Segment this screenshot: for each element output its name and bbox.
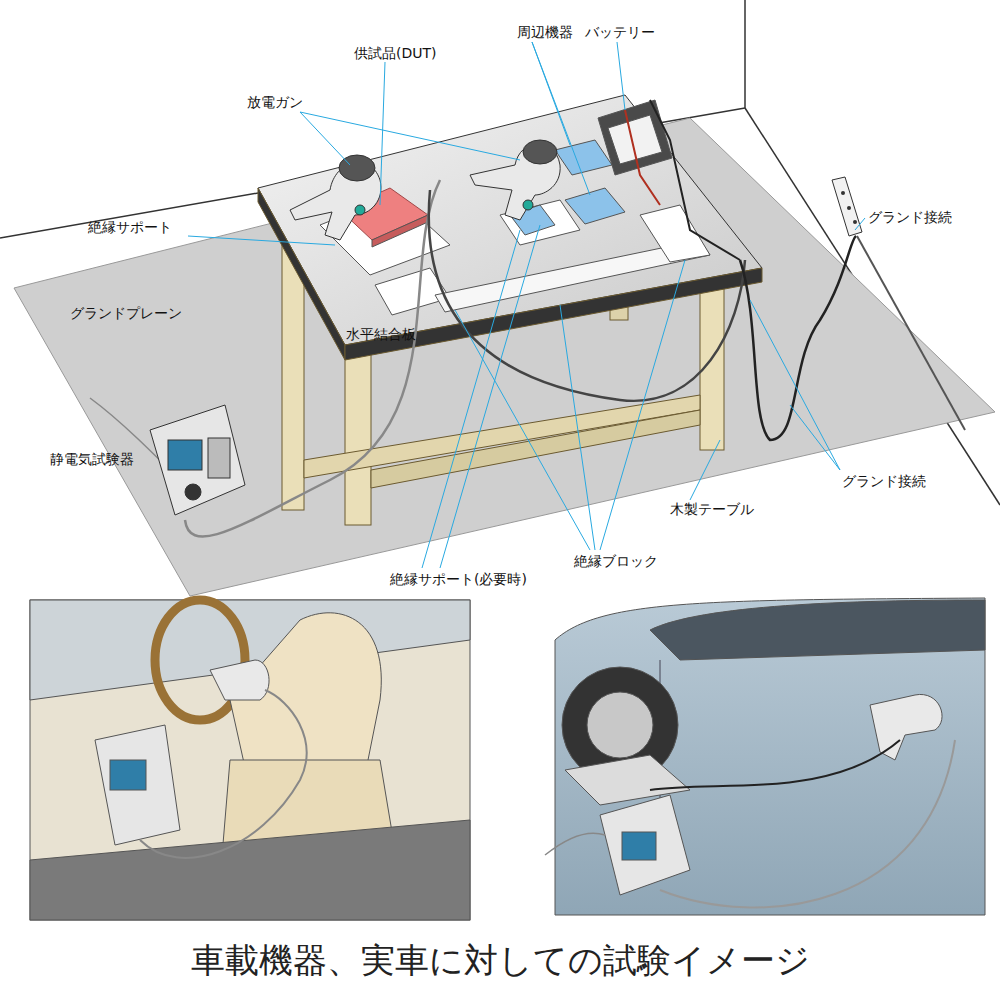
wooden-table [258, 95, 762, 525]
callout-label: グランド接続 [840, 472, 928, 491]
caption: 車載機器、実車に対しての試験イメージ [0, 938, 1000, 984]
callout-label: 周辺機器 [515, 23, 575, 42]
discharge-gun [290, 140, 560, 240]
callout-label: 絶縁サポート(必要時) [388, 570, 529, 589]
esd-tester [150, 405, 245, 515]
callout-label: 放電ガン [245, 93, 305, 112]
callout-label: 静電気試験器 [48, 450, 136, 469]
wall-outlet [832, 177, 965, 430]
cables [90, 180, 856, 537]
callout-label: 木製テーブル [668, 500, 756, 519]
car-exterior [545, 598, 985, 915]
callout-label: 水平結合板 [344, 325, 418, 344]
callout-label: グランド接続 [866, 208, 954, 227]
callout-label: グランドプレーン [68, 304, 184, 323]
callout-label: 供試品(DUT) [352, 44, 439, 63]
callout-label: 絶縁サポート [86, 218, 174, 237]
callout-label: 絶縁ブロック [572, 552, 660, 571]
leader-lines [188, 42, 865, 568]
callout-label: バッテリー [583, 23, 657, 42]
car-interior [30, 600, 470, 920]
